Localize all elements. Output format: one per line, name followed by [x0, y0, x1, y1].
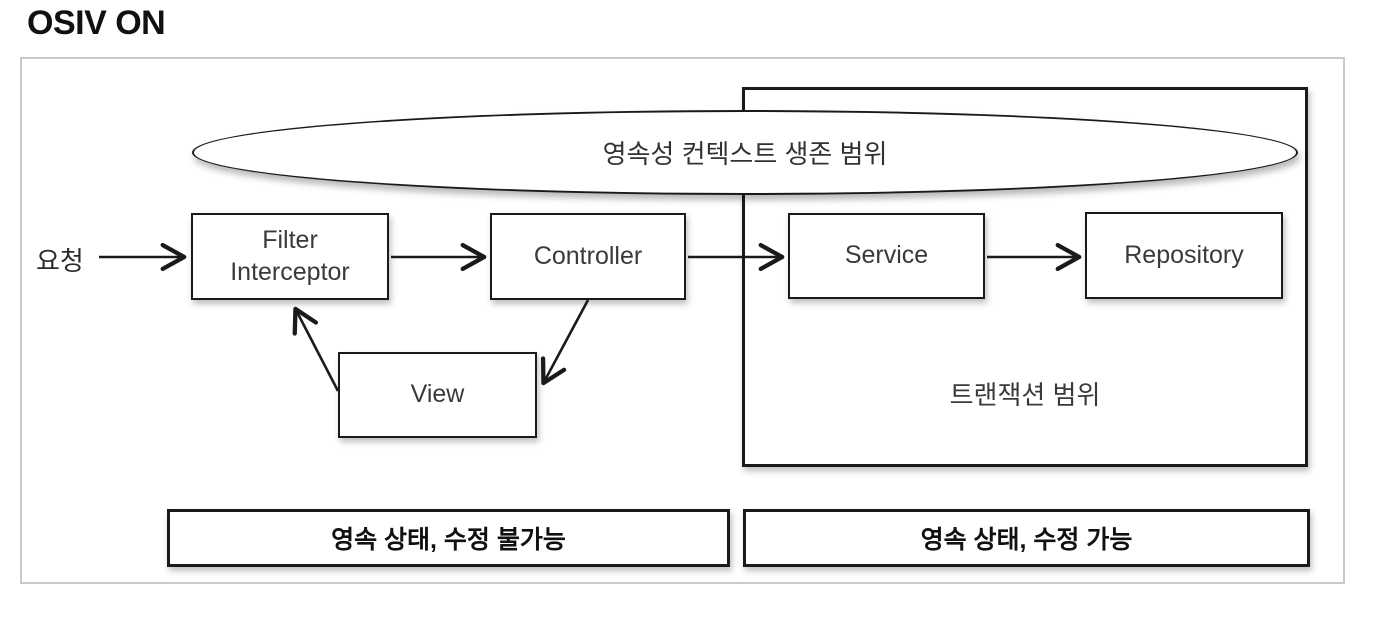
persistence-context-ellipse: 영속성 컨텍스트 생존 범위 — [192, 110, 1298, 195]
node-repository: Repository — [1085, 212, 1283, 299]
service-label: Service — [844, 241, 929, 270]
node-controller: Controller — [490, 213, 686, 300]
node-service: Service — [788, 213, 985, 299]
controller-label: Controller — [533, 241, 643, 270]
filter-label-line1: Filter — [262, 226, 318, 255]
request-label: 요청 — [36, 246, 84, 276]
status-box-detached: 영속 상태, 수정 불가능 — [167, 509, 730, 567]
node-filter-interceptor: Filter Interceptor — [191, 213, 389, 300]
node-view: View — [338, 352, 537, 438]
repository-label: Repository — [1124, 240, 1244, 269]
status-box-managed: 영속 상태, 수정 가능 — [743, 509, 1310, 567]
status-left-label: 영속 상태, 수정 불가능 — [331, 526, 566, 554]
status-right-label: 영속 상태, 수정 가능 — [920, 526, 1133, 554]
persistence-context-label: 영속성 컨텍스트 생존 범위 — [602, 139, 888, 169]
view-label: View — [410, 380, 465, 409]
filter-label-line2: Interceptor — [230, 257, 350, 286]
transaction-scope-label: 트랜잭션 범위 — [949, 380, 1101, 410]
page-title: OSIV ON — [27, 4, 166, 42]
